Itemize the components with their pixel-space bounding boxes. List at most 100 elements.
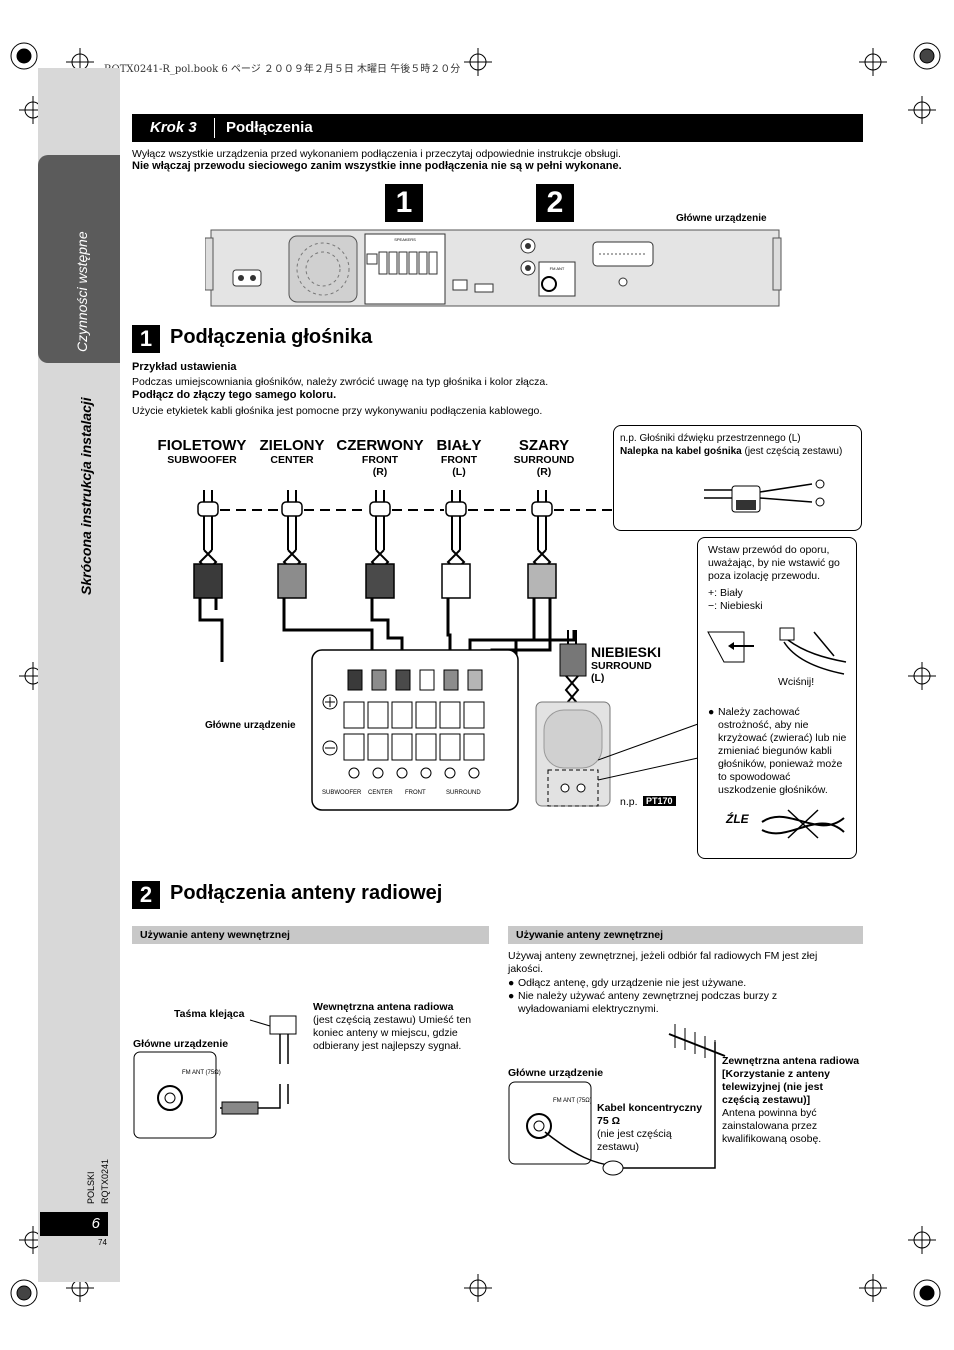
callout-2: 2: [536, 184, 574, 222]
speaker-label-center: ZIELONY CENTER: [254, 437, 330, 466]
sidebar-tab: [38, 155, 120, 363]
outdoor-bullet-1: Odłącz antenę, gdy urządzenie nie jest u…: [518, 977, 747, 989]
speaker-side: (R): [536, 466, 552, 478]
outdoor-intro: Używaj anteny zewnętrznej, jeżeli odbiór…: [508, 950, 818, 975]
tape-label: Taśma klejąca: [174, 1008, 245, 1020]
speaker-side: (L): [452, 466, 466, 478]
outdoor-main-unit-label: Główne urządzenie: [508, 1067, 604, 1079]
terminal-panel-label: Główne urządzenie: [205, 720, 296, 731]
speaker-name: SUBWOOFER: [167, 454, 237, 466]
wrong-label: ŹLE: [726, 812, 749, 826]
coax-note: Kabel koncentryczny 75 Ω (nie jest częśc…: [597, 1102, 707, 1154]
bullet-dot: ●: [708, 706, 715, 718]
speaker-name: CENTER: [270, 454, 314, 466]
section-1-number: 1: [132, 325, 160, 353]
label-example-line2: Nalepka na kabel gośnika (jest częścią z…: [620, 445, 842, 458]
speaker-color: BIAŁY: [436, 437, 482, 454]
speaker-example-prefix: n.p.: [620, 796, 638, 808]
outdoor-fm-ant: FM ANT (75Ω): [553, 1098, 592, 1104]
wire-insert-box: Wstaw przewód do oporu, uważając, by nie…: [697, 537, 857, 859]
intro-warning: Nie włączaj przewodu sieciowego zanim ws…: [132, 160, 622, 172]
sidebar-vertical-label: Skrócona instrukcja instalacji: [78, 397, 94, 595]
print-header: RQTX0241-R_pol.book 6 ページ ２００９年２月５日 木曜日 …: [104, 64, 461, 75]
step-title: Podłączenia: [226, 119, 313, 136]
bullet-dot: ●: [508, 977, 515, 989]
speaker-color: ZIELONY: [259, 437, 325, 454]
svg-text:SPEAKERS: SPEAKERS: [394, 237, 416, 242]
outdoor-antenna-title: Zewnętrzna antena radiowa [Korzystanie z…: [722, 1055, 860, 1106]
step-divider: [214, 118, 215, 138]
section-2-title: Podłączenia anteny radiowej: [170, 882, 443, 904]
section-1-title: Podłączenia głośnika: [170, 326, 373, 348]
speaker-name: FRONT: [440, 454, 478, 466]
footer-code: RQTX0241: [100, 1158, 110, 1204]
speaker-name: SURROUND: [513, 454, 575, 466]
terminal-center-label: CENTER: [368, 790, 393, 796]
press-label: Wciśnij!: [778, 676, 815, 688]
indoor-antenna-diagram: [133, 1015, 297, 1139]
indoor-fm-ant: FM ANT (75Ω): [182, 1070, 221, 1076]
step-header: Krok 3 Podłączenia: [132, 114, 863, 142]
speaker-label-surround-l: NIEBIESKI SURROUND (L): [591, 644, 661, 684]
speaker-side: (L): [591, 672, 605, 684]
speaker-label-surround-r: SZARY SURROUND (R): [500, 437, 588, 478]
back-panel-label: Główne urządzenie: [676, 213, 767, 224]
polarity-plus: +: Biały: [708, 587, 743, 599]
example-text: Podczas umiejscowniania głośników, należ…: [132, 376, 549, 388]
speaker-color: FIOLETOWY: [157, 437, 247, 454]
svg-text:FM ANT: FM ANT: [550, 266, 565, 271]
indoor-antenna-heading: Używanie anteny wewnętrznej: [132, 926, 489, 944]
back-panel-diagram: SPEAKERS FM ANT: [205, 229, 782, 307]
footer-language: POLSKI: [86, 1171, 96, 1204]
insert-instruction: Wstaw przewód do oporu, uważając, by nie…: [708, 544, 840, 582]
speaker-label-front-r: CZERWONY FRONT (R): [330, 437, 430, 478]
section-2-number: 2: [132, 881, 160, 909]
outdoor-antenna-text: Antena powinna być zainstalowana przez k…: [722, 1107, 822, 1145]
polarity-minus: −: Niebieski: [708, 600, 763, 612]
speaker-side: (R): [372, 466, 388, 478]
outdoor-antenna-note: Zewnętrzna antena radiowa [Korzystanie z…: [722, 1055, 862, 1146]
indoor-antenna-text: (jest częścią zestawu) Umieść ten koniec…: [313, 1014, 472, 1052]
coax-text: (nie jest częścią zestawu): [597, 1128, 672, 1153]
sidebar-tab-label: Czynności wstępne: [74, 231, 90, 352]
indoor-antenna-note: Wewnętrzna antena radiowa (jest częścią …: [313, 1001, 473, 1053]
surround-speaker-illustration: [535, 630, 611, 807]
coax-title: Kabel koncentryczny 75 Ω: [597, 1102, 703, 1127]
label-example-bold: Nalepka na kabel gośnika: [620, 446, 742, 457]
speaker-label-subwoofer: FIOLETOWY SUBWOOFER: [148, 437, 256, 466]
page-number-small: 74: [98, 1238, 107, 1247]
speaker-color: SZARY: [518, 437, 570, 454]
terminal-front-label: FRONT: [405, 790, 426, 796]
bullet-dot: ●: [508, 990, 515, 1002]
label-example-box: n.p. Głośniki dźwięku przestrzennego (L)…: [613, 425, 862, 531]
connect-text: Użycie etykietek kabli głośnika jest pom…: [132, 405, 543, 417]
speaker-label-front-l: BIAŁY FRONT (L): [426, 437, 492, 478]
outdoor-bullet-2: Nie należy używać anteny zewnętrznej pod…: [518, 990, 778, 1015]
label-example-line1: n.p. Głośniki dźwięku przestrzennego (L): [620, 433, 801, 444]
cable-label-illustration: [704, 479, 825, 513]
outdoor-antenna-diagram: [508, 1024, 726, 1176]
speaker-wiring-diagram: [193, 490, 615, 811]
speaker-name: FRONT: [361, 454, 399, 466]
polarity-warning: Należy zachować ostrożność, aby nie krzy…: [718, 706, 847, 796]
example-heading: Przykład ustawienia: [132, 361, 237, 373]
connector-callout-lines: [598, 723, 699, 781]
speaker-color: NIEBIESKI: [591, 644, 662, 660]
indoor-antenna-title: Wewnętrzna antena radiowa: [313, 1001, 454, 1013]
outdoor-antenna-heading: Używanie anteny zewnętrznej: [508, 926, 863, 944]
step-number: Krok 3: [150, 119, 197, 136]
press-lever-illustration: [707, 627, 847, 675]
label-example-rest: (jest częścią zestawu): [741, 446, 843, 457]
speaker-model-badge: PT170: [643, 796, 676, 806]
connect-heading: Podłącz do złączy tego samego koloru.: [132, 389, 337, 401]
intro-text: Wyłącz wszystkie urządzenia przed wykona…: [132, 148, 621, 160]
speaker-name: SURROUND: [591, 660, 652, 672]
indoor-main-unit-label: Główne urządzenie: [133, 1038, 229, 1050]
crossed-wires-icon: [761, 809, 845, 839]
terminal-subwoofer-label: SUBWOOFER: [322, 790, 362, 796]
page-number: 6: [40, 1212, 108, 1236]
callout-1: 1: [385, 184, 423, 222]
terminal-surround-label: SURROUND: [446, 790, 481, 796]
speaker-color: CZERWONY: [336, 437, 424, 454]
